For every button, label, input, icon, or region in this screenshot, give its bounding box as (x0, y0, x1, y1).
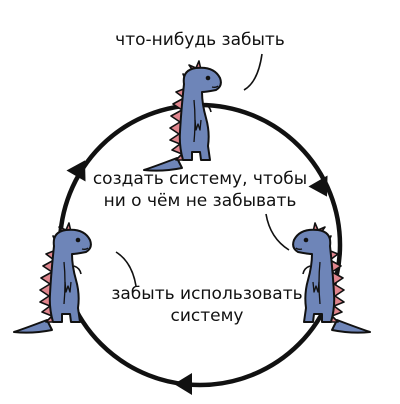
caption-create-system: создать систему, чтобы ни о чём не забыв… (80, 168, 320, 212)
center-caption-connector (265, 213, 290, 251)
dinosaur-illustration-top (143, 60, 222, 172)
caption-bottom-line-2: систему (170, 306, 244, 326)
caption-forget-to-use-system: забыть использовать систему (92, 283, 322, 327)
arrowhead-right (308, 175, 328, 197)
caption-center-line-2: ни о чём не забывать (103, 191, 297, 211)
bottom-caption-connector (115, 251, 137, 287)
caption-top-text: что-нибудь забыть (115, 30, 285, 50)
top-caption-connector (243, 53, 263, 91)
caption-bottom-line-1: забыть использовать (111, 284, 303, 304)
caption-center-line-1: создать систему, чтобы (92, 169, 308, 189)
arrowhead-bottom (174, 373, 192, 395)
arrowhead-left (66, 160, 86, 182)
dinosaur-illustration-left (13, 222, 92, 334)
caption-forget-something: что-нибудь забыть (0, 29, 400, 51)
